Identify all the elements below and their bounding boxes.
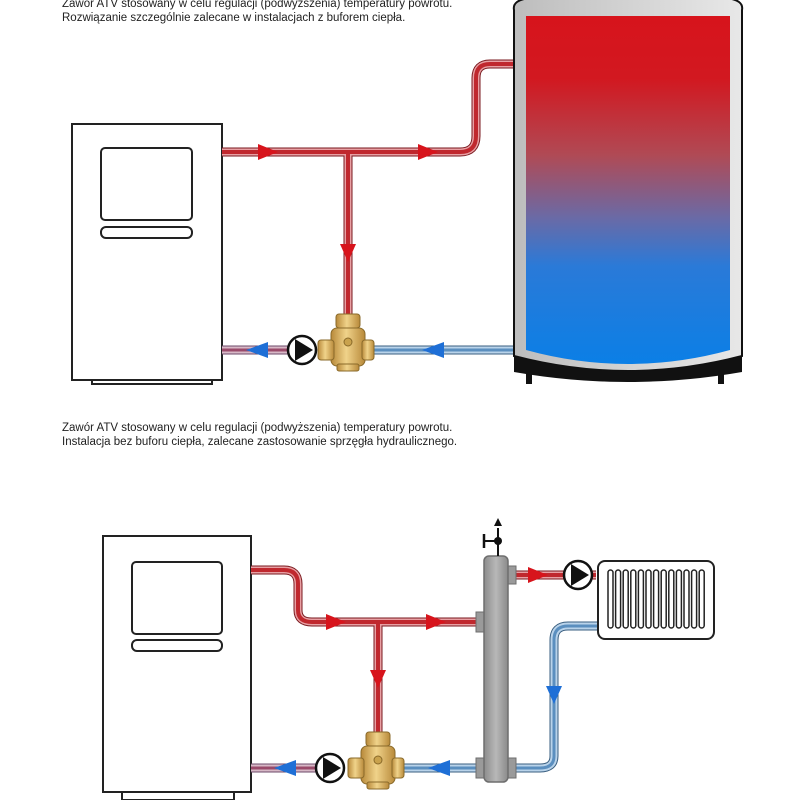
caption-line: Zawór ATV stosowany w celu regulacji (po… xyxy=(62,422,453,434)
radiator-fin xyxy=(698,569,705,629)
flow-arrow-left-icon xyxy=(246,342,268,358)
return-pipes xyxy=(251,621,598,773)
caption-line: Instalacja bez buforu ciepła, zalecane z… xyxy=(62,436,458,448)
flow-arrow-down-icon xyxy=(546,686,562,704)
atv-valve xyxy=(347,731,405,790)
circulation-pump xyxy=(286,334,318,366)
flow-arrow-down-icon xyxy=(370,670,386,688)
flow-arrow-down-icon xyxy=(340,244,356,262)
radiator-fin xyxy=(690,569,698,629)
atv-valve xyxy=(317,313,375,372)
boiler-control-panel xyxy=(100,147,193,221)
flow-arrow-left-icon xyxy=(422,342,444,358)
boiler-control-panel xyxy=(131,561,223,635)
top-diagram-caption: Zawór ATV stosowany w celu regulacji (po… xyxy=(62,0,452,25)
pump-icon xyxy=(295,339,313,361)
radiator-fin xyxy=(637,569,645,629)
radiator-fin xyxy=(630,569,637,629)
flow-arrow-right-icon xyxy=(258,144,278,160)
boiler xyxy=(102,535,252,800)
radiator-fin xyxy=(652,569,660,629)
flow-arrow-right-icon xyxy=(528,567,548,583)
circulation-pump xyxy=(314,752,346,784)
boiler xyxy=(71,123,223,385)
caption-line: Rozwiązanie szczególnie zalecane w insta… xyxy=(62,12,406,24)
caption-line: Zawór ATV stosowany w celu regulacji (po… xyxy=(62,0,453,10)
flow-arrow-left-icon xyxy=(274,760,296,776)
radiator-fin xyxy=(645,569,652,629)
flow-arrow-left-icon xyxy=(428,760,450,776)
radiator-fin xyxy=(675,569,683,629)
bottom-diagram xyxy=(102,518,715,800)
hot-supply-pipe xyxy=(222,59,515,320)
top-diagram xyxy=(71,0,744,385)
flow-arrow-right-icon xyxy=(418,144,438,160)
air-vent-arrow-icon xyxy=(494,518,502,526)
radiator-fin xyxy=(622,569,629,629)
radiator-fin xyxy=(683,569,690,629)
radiator-fin xyxy=(614,569,622,629)
radiator xyxy=(597,560,715,640)
buffer-tank xyxy=(512,0,744,384)
flow-arrows xyxy=(246,144,444,358)
pump-icon xyxy=(323,757,341,779)
flow-arrow-right-icon xyxy=(426,614,446,630)
radiator-pump xyxy=(562,559,594,591)
radiator-fin xyxy=(668,569,675,629)
boiler-handle xyxy=(131,639,223,652)
boiler-handle xyxy=(100,226,193,239)
flow-arrows xyxy=(274,567,562,776)
flow-arrow-right-icon xyxy=(326,614,346,630)
hydraulic-separator xyxy=(475,518,517,783)
hot-supply-pipe xyxy=(251,565,596,738)
radiator-fin xyxy=(660,569,667,629)
pump-icon xyxy=(571,564,589,586)
bottom-diagram-caption: Zawór ATV stosowany w celu regulacji (po… xyxy=(62,421,457,449)
radiator-fin xyxy=(607,569,614,629)
